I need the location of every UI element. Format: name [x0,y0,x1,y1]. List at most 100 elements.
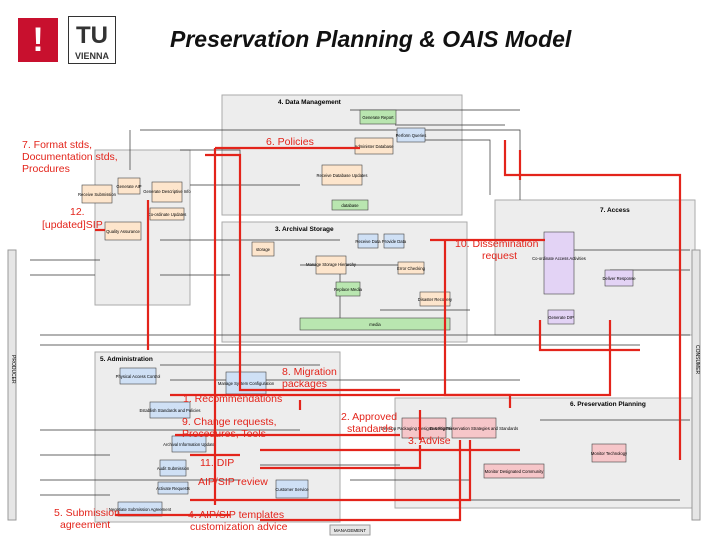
annot-2-line2: standards [347,423,393,435]
annot-12-line2: [updated]SIP [42,219,103,231]
consumer-bar [691,249,701,521]
box-receive-submission [81,184,113,204]
annot-4-line1: 4. AIP/SIP templates [188,509,284,521]
logo-tu-text: TU [76,22,108,49]
box-customer-service [275,479,309,499]
box-audit-submission [159,459,187,477]
logo-vienna-text: VIENNA [75,51,110,61]
box-physical-access-control-label: Physical Access Control [116,374,161,379]
box-generate-aip [117,177,141,195]
box-generate-report-label: Generate Report [362,115,394,120]
annot-11: 11. DIP [200,457,234,469]
box-archival-info-update-label: Archival Information Update [163,442,215,447]
box-error-checking-label: Error Checking [397,266,426,271]
box-media [299,317,451,331]
box-develop-preservation-label: Develop Preservation Strategies and Stan… [430,426,518,431]
box-generate-report [359,109,397,125]
box-disaster-recovery [419,291,451,307]
panel-title-data-management: 4. Data Management [278,99,342,106]
box-activate-requests-label: Activate Requests [156,486,190,491]
box-database [331,199,369,211]
annot-8-line1: 8. Migration [282,366,337,378]
management-bar [329,524,371,536]
tu-logo-exclamation: ! [18,18,58,62]
box-physical-access-control [119,367,157,385]
page-title: Preservation Planning & OAIS Model [170,26,572,52]
annot-9-line1: 9. Change requests, [182,416,277,428]
box-manage-system-config-label: Manage System Configuration [218,381,275,386]
panel-title-access: 7. Access [600,207,630,214]
annot-2-line1: 2. Approved [341,411,397,423]
annot-3: 3. Advise [408,435,451,447]
box-generate-descriptive-info-label: Generate Descriptive Info [143,189,191,194]
annot-aip-sip-review: AIP/SIP review [198,476,268,488]
annot-5-line1: 5. Submission [54,507,120,519]
annot-4-line2: customization advice [190,521,288,533]
box-media-label: media [369,322,381,327]
tu-logo-svg: TU VIENNA [68,16,116,64]
box-provide-data [383,233,405,249]
annot-10-line1: 10. Dissemination [455,238,539,250]
box-administer-database [354,137,394,155]
box-develop-packaging-label: Develop Packaging Designs & Migration Pl… [381,426,467,431]
box-activate-requests [157,481,189,495]
panel-preservation-planning [394,397,696,509]
box-generate-dip [547,309,575,325]
management-label: MANAGEMENT [334,528,367,533]
box-database-label: database [341,203,359,208]
box-monitor-designated-community-label: Monitor Designated Community [485,469,545,474]
box-replace-media [335,281,361,297]
box-develop-packaging [401,417,447,439]
box-error-checking [397,261,425,275]
box-quality-assurance-label: Quality Assurance [106,229,140,234]
annot-7-line3: Procdures [22,163,70,175]
box-storage [251,241,275,257]
box-generate-descriptive-info [151,181,183,203]
box-receive-data [357,233,379,249]
box-generate-dip-label: Generate DIP [548,315,574,320]
red-annotations: 7. Format stds, Documentation stds, Proc… [22,136,539,533]
box-customer-service-label: Customer Service [275,487,309,492]
panel-title-preservation-planning: 6. Preservation Planning [570,401,646,408]
box-perform-queries-label: Perform Queries [396,133,427,138]
box-storage-label: storage [256,247,271,252]
annot-7-line2: Documentation stds, [22,151,118,163]
box-monitor-technology-label: Monitor Technology [591,451,628,456]
box-negotiate-submission-label: Negotiate Submission Agreement [109,507,172,512]
producer-bar [7,249,17,521]
box-manage-storage-hierarchy-label: Manage Storage Hierarchy [306,262,357,267]
box-coordinate-access-activities [543,231,575,295]
box-deliver-response [604,269,634,287]
box-provide-data-label: Provide Data [382,239,407,244]
box-replace-media-label: Replace Media [334,287,363,292]
red-flow-paths [95,140,682,522]
box-establish-standards [149,401,191,419]
box-coordinate-updates-label: Co-ordinate Updates [148,212,187,217]
panel-access [494,199,696,336]
annot-8-line2: packages [282,378,327,390]
panel-title-archival-storage: 3. Archival Storage [275,226,334,233]
panel-title-administration: 5. Administration [100,356,153,363]
tu-vienna-logo: TU VIENNA [68,16,116,64]
panel-data-management [221,94,463,216]
box-coordinate-access-activities-label: Co-ordinate Access Activities [532,256,586,261]
annot-6: 6. Policies [266,136,314,148]
box-receive-database-updates [321,164,363,186]
box-perform-queries [396,127,426,143]
box-manage-storage-hierarchy [315,255,347,275]
annot-1: 1. Recommendations [183,393,282,405]
box-monitor-designated-community [483,463,545,479]
annot-10-line2: request [482,250,517,262]
box-monitor-technology [591,443,627,463]
box-establish-standards-label: Establish Standards and Policies [140,408,201,413]
box-administer-database-label: Administer Database [355,144,395,149]
box-coordinate-updates [149,207,185,221]
box-generate-aip-label: Generate AIP [116,184,141,189]
box-deliver-response-label: Deliver Response [602,276,636,281]
consumer-label: CONSUMER [694,345,700,375]
box-receive-data-label: Receive Data [355,239,381,244]
box-disaster-recovery-label: Disaster Recovery [418,297,453,302]
box-receive-submission-label: Receive Submission [78,192,117,197]
producer-label: PRODUCER [10,355,16,384]
